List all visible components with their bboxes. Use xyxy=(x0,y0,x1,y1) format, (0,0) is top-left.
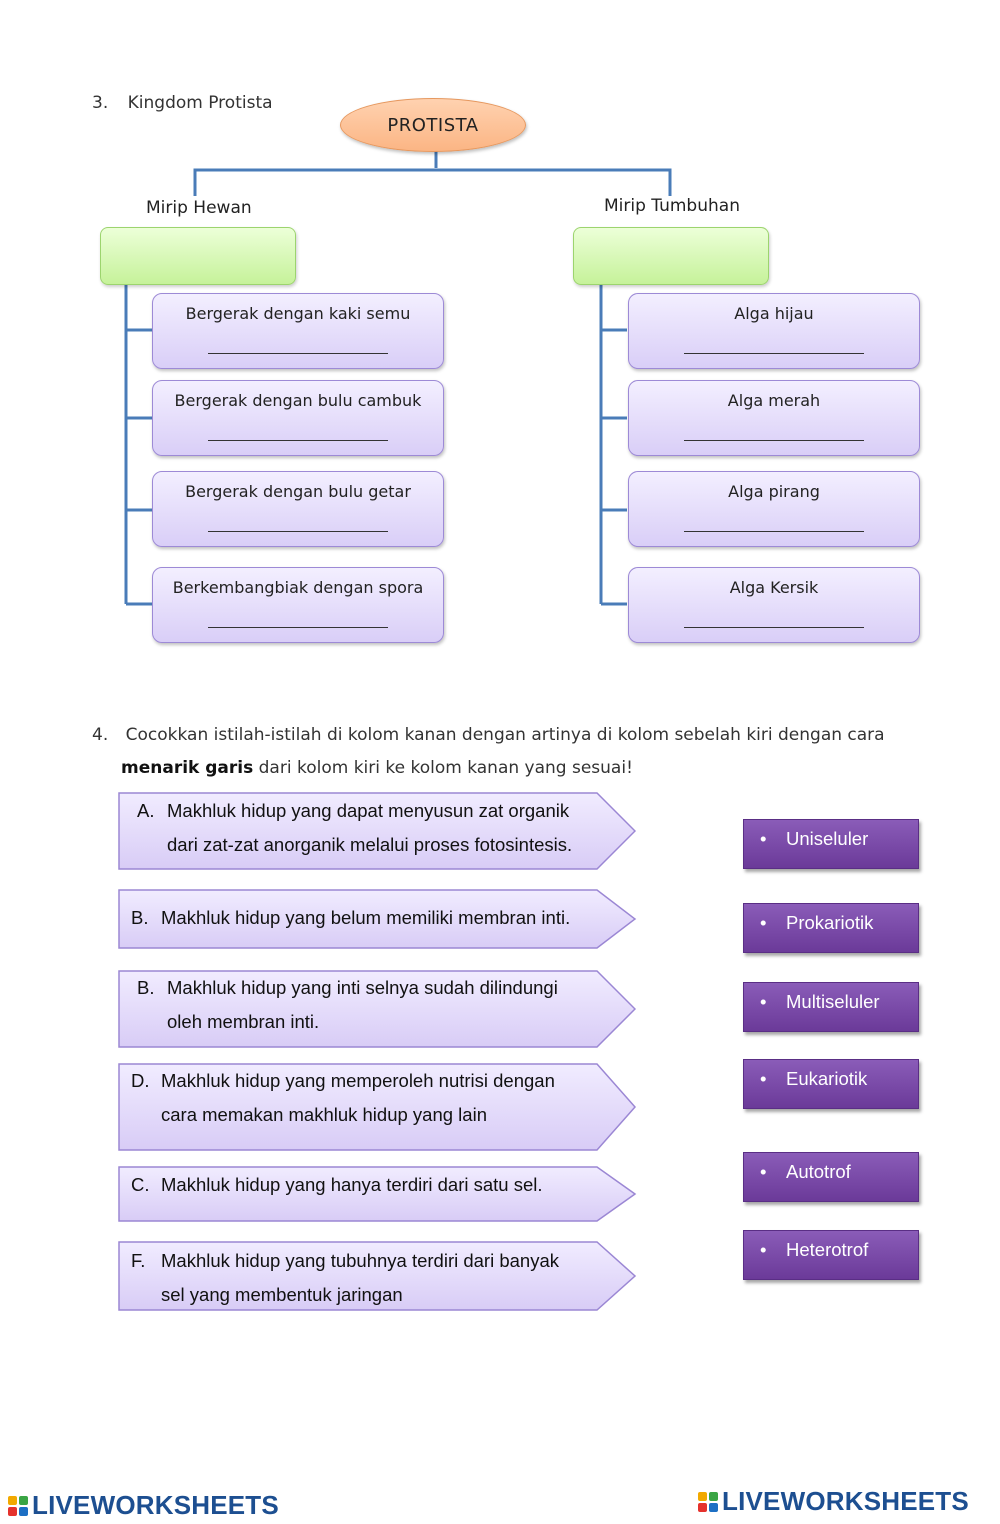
term-label: Uniseluler xyxy=(786,828,869,849)
logo-mark-icon xyxy=(8,1495,28,1516)
answer-box-left[interactable] xyxy=(100,227,296,285)
answer-blank[interactable] xyxy=(684,627,864,628)
bullet-icon: • xyxy=(760,1068,767,1089)
leaf-right-3: Alga pirang xyxy=(628,471,920,547)
definition-line1: Makhluk hidup yang inti selnya sudah dil… xyxy=(167,977,558,998)
leaf-label: Alga merah xyxy=(727,391,821,410)
answer-blank[interactable] xyxy=(208,531,388,532)
answer-blank[interactable] xyxy=(208,440,388,441)
instruction-rest: dari kolom kiri ke kolom kanan yang sesu… xyxy=(253,758,633,778)
definition-letter: B. xyxy=(137,977,155,998)
leaf-right-1: Alga hijau xyxy=(628,293,920,369)
term-label: Multiseluler xyxy=(786,991,880,1012)
instruction-line1: Cocokkan istilah-istilah di kolom kanan … xyxy=(125,725,885,745)
term-label: Prokariotik xyxy=(786,912,874,933)
term-label: Autotrof xyxy=(786,1161,851,1182)
term-autotrof[interactable]: • Autotrof xyxy=(743,1152,919,1202)
bullet-icon: • xyxy=(760,1161,767,1182)
term-uniseluler[interactable]: • Uniseluler xyxy=(743,819,919,869)
term-label: Heterotrof xyxy=(786,1239,869,1260)
definition-line1: Makhluk hidup yang tubuhnya terdiri dari… xyxy=(161,1250,559,1271)
definition-line2: dari zat-zat anorganik melalui proses fo… xyxy=(167,834,573,855)
definition-line2: sel yang membentuk jaringan xyxy=(161,1284,403,1305)
definition-shape-a xyxy=(118,792,637,870)
bullet-icon: • xyxy=(760,991,767,1012)
leaf-label: Alga Kersik xyxy=(729,578,819,597)
bullet-icon: • xyxy=(760,828,767,849)
tree-connectors xyxy=(124,150,672,606)
branch-label-left: Mirip Hewan xyxy=(146,198,252,218)
leaf-left-4: Berkembangbiak dengan spora xyxy=(152,567,444,643)
definition-line2: oleh membran inti. xyxy=(167,1011,320,1032)
term-label: Eukariotik xyxy=(786,1068,868,1089)
definition-b1[interactable]: B. Makhluk hidup yang belum memiliki mem… xyxy=(131,901,570,935)
leaf-label: Bergerak dengan bulu getar xyxy=(185,482,411,501)
definition-line1: Makhluk hidup yang hanya terdiri dari sa… xyxy=(161,1174,543,1195)
definition-f[interactable]: F. Makhluk hidup yang tubuhnya terdiri d… xyxy=(131,1244,559,1305)
definition-line2: cara memakan makhluk hidup yang lain xyxy=(161,1104,487,1125)
section3-heading: 3. Kingdom Protista xyxy=(92,93,273,113)
section3-number: 3. xyxy=(92,93,109,113)
leaf-label: Bergerak dengan kaki semu xyxy=(185,304,411,323)
answer-box-right[interactable] xyxy=(573,227,769,285)
definition-letter: D. xyxy=(131,1070,150,1091)
definition-letter: A. xyxy=(137,800,155,821)
definition-letter: B. xyxy=(131,907,149,928)
definition-letter: F. xyxy=(131,1250,146,1271)
instruction-bold: menarik garis xyxy=(121,758,254,778)
definition-shape-b1 xyxy=(118,889,637,949)
answer-blank[interactable] xyxy=(684,531,864,532)
section4-instruction: 4. Cocokkan istilah-istilah di kolom kan… xyxy=(92,719,972,785)
brand-name: LIVEWORKSHEETS xyxy=(32,1490,279,1520)
leaf-label: Alga hijau xyxy=(734,304,814,323)
bullet-icon: • xyxy=(760,912,767,933)
root-node-protista: PROTISTA xyxy=(340,98,526,152)
definition-shape-b2 xyxy=(118,970,637,1048)
leaf-left-2: Bergerak dengan bulu cambuk xyxy=(152,380,444,456)
definition-shape-f xyxy=(118,1241,637,1311)
leaf-label: Bergerak dengan bulu cambuk xyxy=(174,391,422,410)
definition-a[interactable]: A. Makhluk hidup yang dapat menyusun zat… xyxy=(137,794,572,855)
section4-number: 4. xyxy=(92,725,109,745)
leaf-left-1: Bergerak dengan kaki semu xyxy=(152,293,444,369)
term-prokariotik[interactable]: • Prokariotik xyxy=(743,903,919,953)
term-multiseluler[interactable]: • Multiseluler xyxy=(743,982,919,1032)
section3-title: Kingdom Protista xyxy=(127,93,273,113)
answer-blank[interactable] xyxy=(684,440,864,441)
leaf-label: Berkembangbiak dengan spora xyxy=(172,578,424,597)
definition-line1: Makhluk hidup yang dapat menyusun zat or… xyxy=(167,800,570,821)
leaf-right-4: Alga Kersik xyxy=(628,567,920,643)
answer-blank[interactable] xyxy=(208,353,388,354)
definition-line1: Makhluk hidup yang belum memiliki membra… xyxy=(161,907,571,928)
definition-b2[interactable]: B. Makhluk hidup yang inti selnya sudah … xyxy=(137,971,558,1032)
root-node-label: PROTISTA xyxy=(387,114,479,136)
leaf-left-3: Bergerak dengan bulu getar xyxy=(152,471,444,547)
term-heterotrof[interactable]: • Heterotrof xyxy=(743,1230,919,1280)
answer-blank[interactable] xyxy=(208,627,388,628)
definition-shape-d xyxy=(118,1063,637,1151)
leaf-right-2: Alga merah xyxy=(628,380,920,456)
branch-label-right: Mirip Tumbuhan xyxy=(604,196,740,216)
brand-logo-left: LIVEWORKSHEETS xyxy=(8,1490,279,1521)
term-eukariotik[interactable]: • Eukariotik xyxy=(743,1059,919,1109)
brand-name: LIVEWORKSHEETS xyxy=(722,1486,969,1516)
brand-logo-right: LIVEWORKSHEETS xyxy=(698,1486,969,1517)
definition-line1: Makhluk hidup yang memperoleh nutrisi de… xyxy=(161,1070,555,1091)
logo-mark-icon xyxy=(698,1491,718,1512)
leaf-label: Alga pirang xyxy=(728,482,820,501)
answer-blank[interactable] xyxy=(684,353,864,354)
definition-shape-c xyxy=(118,1166,637,1222)
definition-letter: C. xyxy=(131,1174,150,1195)
definition-shapes xyxy=(118,792,637,1311)
definition-d[interactable]: D. Makhluk hidup yang memperoleh nutrisi… xyxy=(131,1064,555,1125)
bullet-icon: • xyxy=(760,1239,767,1260)
definition-c[interactable]: C. Makhluk hidup yang hanya terdiri dari… xyxy=(131,1168,543,1202)
